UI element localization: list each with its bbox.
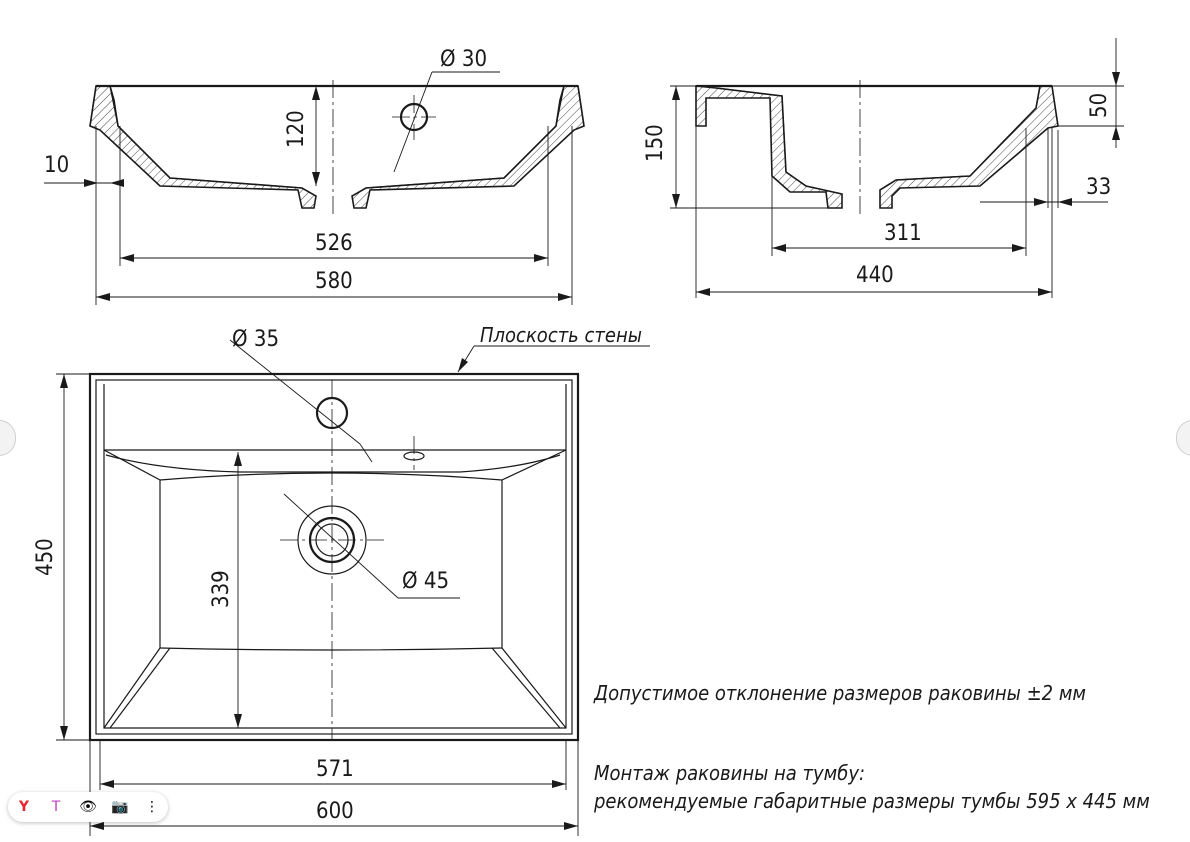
top-drain-diameter-label: Ø 45 — [402, 569, 449, 594]
front-section-left — [89, 85, 317, 209]
front-rim-label: 10 — [44, 153, 69, 178]
top-tap-diameter-label: Ø 35 — [232, 327, 279, 352]
side-height-label: 150 — [643, 124, 668, 162]
side-top-depth-label: 50 — [1087, 93, 1112, 118]
front-section-right — [351, 85, 585, 209]
front-height-label: 120 — [284, 110, 309, 148]
side-inner-depth-label: 311 — [884, 221, 922, 246]
side-view: 150 50 33 311 440 — [643, 38, 1124, 298]
top-depth-label: 450 — [33, 538, 58, 576]
front-view: Ø 30 120 10 526 580 — [44, 47, 585, 305]
more-icon[interactable]: ⋮ — [145, 799, 159, 815]
top-outer-width-label: 600 — [316, 799, 354, 824]
image-toolbar: Y Т 👁 📷 ⋮ — [8, 792, 168, 822]
camera-icon[interactable]: 📷 — [111, 799, 129, 815]
side-outer-depth-label: 440 — [856, 263, 894, 288]
front-inner-width-label: 526 — [315, 231, 353, 256]
top-drain-distance-label: 339 — [209, 570, 234, 608]
mounting-text: рекомендуемые габаритные размеры тумбы 5… — [593, 789, 1150, 813]
front-outer-width-label: 580 — [315, 269, 353, 294]
eye-icon[interactable]: 👁 — [79, 799, 97, 815]
side-section-left — [695, 85, 843, 209]
translate-icon[interactable]: Т — [51, 799, 61, 815]
side-section-right — [879, 85, 1059, 209]
notes: Допустимое отклонение размеров раковины … — [593, 681, 1150, 813]
yandex-icon[interactable]: Y — [18, 799, 30, 815]
top-outer-outline — [88, 372, 580, 742]
front-hole-diameter-label: Ø 30 — [440, 47, 487, 72]
tolerance-note: Допустимое отклонение размеров раковины … — [593, 681, 1086, 705]
top-view: Ø 35 Плоскость стены 450 339 Ø 45 571 60… — [33, 323, 650, 836]
top-inner-width-label: 571 — [316, 757, 354, 782]
mounting-title: Монтаж раковины на тумбу: — [594, 761, 865, 785]
wall-plane-label: Плоскость стены — [480, 323, 642, 347]
side-offset-label: 33 — [1086, 175, 1111, 200]
